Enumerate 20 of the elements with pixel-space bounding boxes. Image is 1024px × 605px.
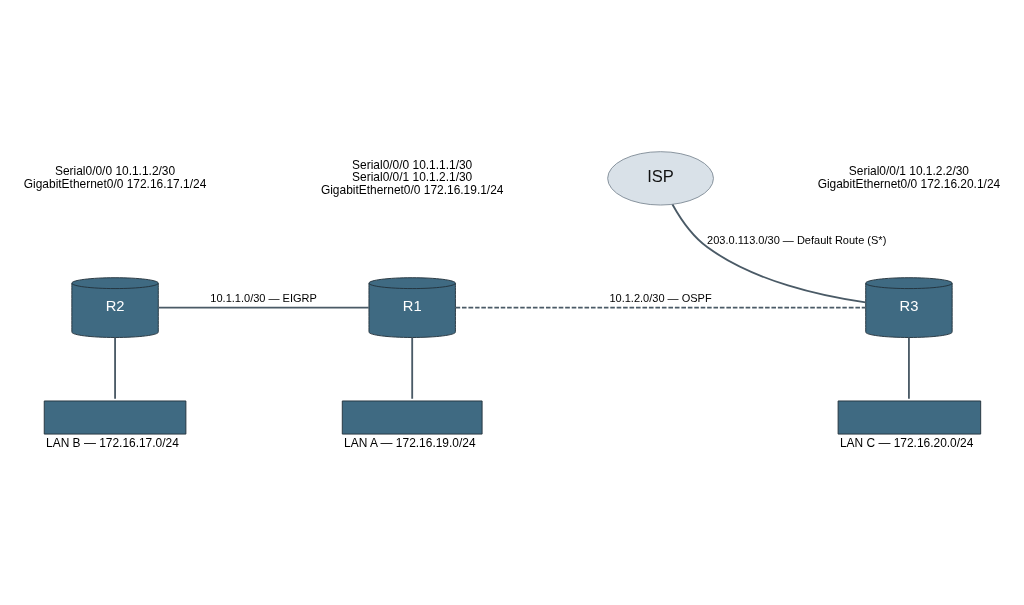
connector: [671, 203, 867, 303]
node-label: GigabitEthernet0/0 172.16.17.1/24: [23, 176, 207, 191]
edge-label: 10.1.2.0/30 — OSPF: [609, 291, 712, 304]
node-label: Serial0/0/0 10.1.1.1/30: [352, 157, 473, 172]
node-label: LAN C — 172.16.20.0/24: [839, 435, 974, 450]
node-label: Serial0/0/0 10.1.1.2/30: [55, 163, 176, 178]
connector: [114, 336, 116, 400]
node-label: Serial0/0/1 10.1.2.2/30: [848, 163, 969, 178]
node-label: LAN B — 172.16.17.0/24: [46, 435, 179, 450]
node-label: GigabitEthernet0/0 172.16.19.1/24: [320, 182, 504, 197]
connector: [454, 306, 867, 309]
node-label: GigabitEthernet0/0 172.16.20.1/24: [817, 176, 1001, 191]
edge-label: 10.1.1.0/30 — EIGRP: [210, 291, 317, 304]
node-ellipse: ISP: [607, 150, 714, 205]
connector: [908, 336, 910, 400]
connector: [157, 306, 370, 309]
node-label: LAN A — 172.16.19.0/24: [344, 435, 476, 450]
connector: [411, 336, 414, 400]
edge-label: 203.0.113.0/30 — Default Route (S*): [707, 233, 887, 246]
node-label: Serial0/0/1 10.1.2.1/30: [352, 169, 473, 184]
